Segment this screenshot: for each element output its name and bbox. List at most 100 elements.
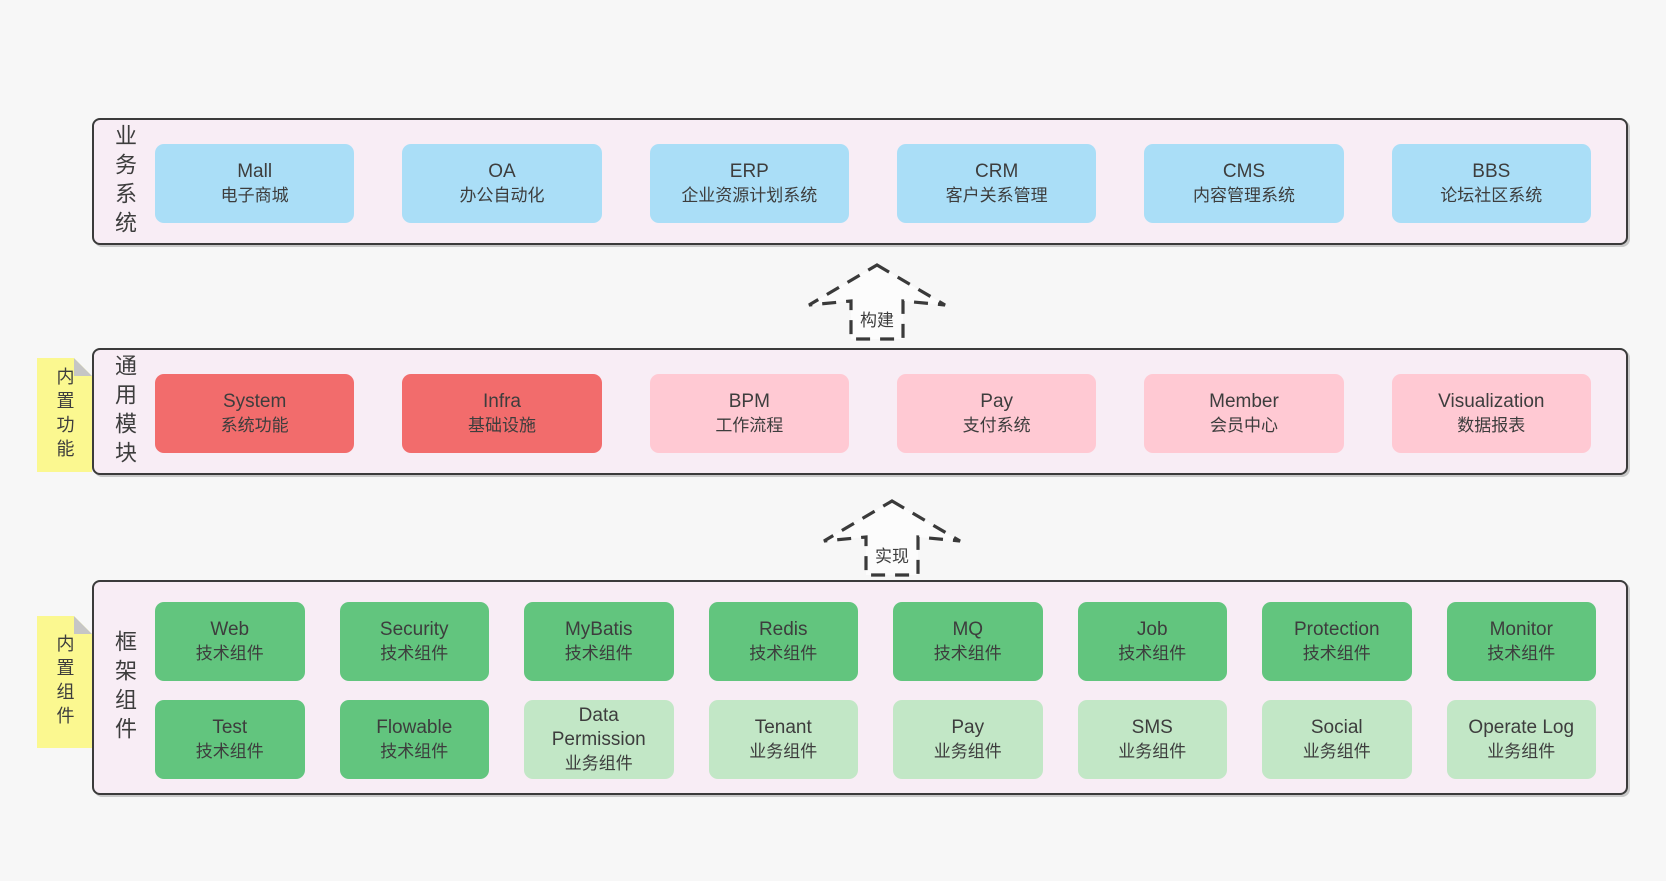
- box-desc: 企业资源计划系统: [681, 185, 818, 205]
- module-box-row: System 系统功能 Infra 基础设施 BPM 工作流程 Pay 支付系统…: [155, 374, 1591, 453]
- box-operate-log: Operate Log 业务组件: [1446, 700, 1596, 779]
- box-name: Job: [1136, 619, 1168, 641]
- box-desc: 客户关系管理: [945, 185, 1048, 205]
- layer-title-business-systems: 业务系统: [112, 123, 137, 240]
- box-name: Infra: [482, 391, 521, 413]
- box-infra: Infra 基础设施: [402, 374, 602, 453]
- box-pay-biz: Pay 业务组件: [893, 700, 1043, 779]
- box-name: Web: [210, 619, 250, 641]
- box-desc: 办公自动化: [459, 185, 545, 205]
- box-name: Operate Log: [1468, 717, 1575, 739]
- layer-panel-business-systems: 业务系统 Mall 电子商城 OA 办公自动化 ERP 企业资源计划系统 CRM…: [92, 118, 1628, 245]
- box-name: Mall: [237, 161, 273, 183]
- box-desc: 系统功能: [220, 415, 289, 435]
- sticky-builtin-components: 内置组件: [37, 616, 92, 748]
- box-member: Member 会员中心: [1144, 374, 1344, 453]
- box-name: SMS: [1131, 717, 1173, 739]
- box-name: Flowable: [376, 717, 453, 739]
- box-desc: 内容管理系统: [1192, 185, 1295, 205]
- arrow-label: 实现: [872, 542, 912, 567]
- box-desc: 技术组件: [1487, 643, 1556, 663]
- box-desc: 业务组件: [1487, 741, 1556, 761]
- box-desc: 业务组件: [749, 741, 818, 761]
- box-job: Job 技术组件: [1077, 602, 1227, 681]
- box-name: Pay: [980, 391, 1014, 413]
- box-desc: 技术组件: [380, 741, 449, 761]
- box-desc: 工作流程: [715, 415, 784, 435]
- box-name: Visualization: [1438, 391, 1545, 413]
- layer-panel-framework-components: 框架组件 Web 技术组件 Security 技术组件 MyBatis 技术组件…: [92, 580, 1628, 795]
- box-desc: 会员中心: [1209, 415, 1278, 435]
- box-tenant: Tenant 业务组件: [708, 700, 858, 779]
- box-name: MyBatis: [564, 619, 633, 641]
- box-flowable: Flowable 技术组件: [339, 700, 489, 779]
- box-sms: SMS 业务组件: [1077, 700, 1227, 779]
- box-desc: 技术组件: [195, 741, 264, 761]
- arrow-build: 构建: [806, 262, 948, 342]
- box-name: Social: [1310, 717, 1363, 739]
- box-desc: 技术组件: [1118, 643, 1187, 663]
- box-social: Social 业务组件: [1262, 700, 1412, 779]
- box-bbs: BBS 论坛社区系统: [1391, 144, 1591, 223]
- box-web: Web 技术组件: [155, 602, 305, 681]
- box-name: Member: [1209, 391, 1279, 413]
- box-cms: CMS 内容管理系统: [1144, 144, 1344, 223]
- box-desc: 论坛社区系统: [1440, 185, 1543, 205]
- sticky-label: 内置组件: [54, 634, 75, 730]
- box-name: Redis: [758, 619, 808, 641]
- component-box-row-1: Web 技术组件 Security 技术组件 MyBatis 技术组件 Redi…: [155, 602, 1596, 681]
- box-mq: MQ 技术组件: [893, 602, 1043, 681]
- box-monitor: Monitor 技术组件: [1446, 602, 1596, 681]
- box-bpm: BPM 工作流程: [649, 374, 849, 453]
- box-desc: 技术组件: [380, 643, 449, 663]
- box-desc: 技术组件: [1302, 643, 1371, 663]
- box-desc: 业务组件: [1118, 741, 1187, 761]
- box-desc: 业务组件: [564, 754, 633, 774]
- box-crm: CRM 客户关系管理: [896, 144, 1097, 223]
- box-desc: 技术组件: [195, 643, 264, 663]
- business-box-row: Mall 电子商城 OA 办公自动化 ERP 企业资源计划系统 CRM 客户关系…: [155, 144, 1591, 223]
- box-desc: 业务组件: [933, 741, 1002, 761]
- box-mybatis: MyBatis 技术组件: [524, 602, 674, 681]
- sticky-builtin-features: 内置功能: [37, 358, 92, 472]
- box-desc: 业务组件: [1302, 741, 1371, 761]
- box-desc: 支付系统: [962, 415, 1031, 435]
- box-name: BBS: [1472, 161, 1511, 183]
- dashed-up-arrow-icon: [823, 499, 961, 577]
- arrow-label: 构建: [857, 306, 897, 331]
- box-security: Security 技术组件: [339, 602, 489, 681]
- box-desc: 技术组件: [564, 643, 633, 663]
- sticky-label: 内置功能: [54, 367, 75, 463]
- box-pay: Pay 支付系统: [896, 374, 1097, 453]
- box-redis: Redis 技术组件: [708, 602, 858, 681]
- box-desc: 电子商城: [220, 185, 289, 205]
- box-data-permission: Data Permission 业务组件: [524, 700, 674, 779]
- box-name: Security: [379, 619, 449, 641]
- box-name: ERP: [729, 161, 769, 183]
- box-name: BPM: [728, 391, 770, 413]
- box-name: System: [222, 391, 287, 413]
- box-protection: Protection 技术组件: [1262, 602, 1412, 681]
- layer-panel-common-modules: 通用模块 System 系统功能 Infra 基础设施 BPM 工作流程 Pay…: [92, 348, 1628, 475]
- folded-corner-icon: [74, 616, 92, 634]
- box-desc: 基础设施: [467, 415, 536, 435]
- arrow-implement: 实现: [821, 498, 963, 578]
- component-box-row-2: Test 技术组件 Flowable 技术组件 Data Permission …: [155, 700, 1596, 779]
- box-name: Test: [212, 717, 248, 739]
- box-system: System 系统功能: [155, 374, 355, 453]
- box-name: CRM: [975, 161, 1019, 183]
- layer-title-common-modules: 通用模块: [112, 353, 137, 470]
- box-oa: OA 办公自动化: [402, 144, 602, 223]
- box-name: Data Permission: [551, 704, 646, 751]
- box-desc: 数据报表: [1457, 415, 1526, 435]
- box-name: Tenant: [754, 717, 812, 739]
- box-desc: 技术组件: [749, 643, 818, 663]
- box-mall: Mall 电子商城: [155, 144, 355, 223]
- box-name: Protection: [1293, 619, 1380, 641]
- box-name: Monitor: [1489, 619, 1553, 641]
- box-desc: 技术组件: [933, 643, 1002, 663]
- box-name: Pay: [951, 717, 985, 739]
- box-name: OA: [488, 161, 516, 183]
- dashed-up-arrow-icon: [808, 263, 946, 341]
- box-name: CMS: [1222, 161, 1266, 183]
